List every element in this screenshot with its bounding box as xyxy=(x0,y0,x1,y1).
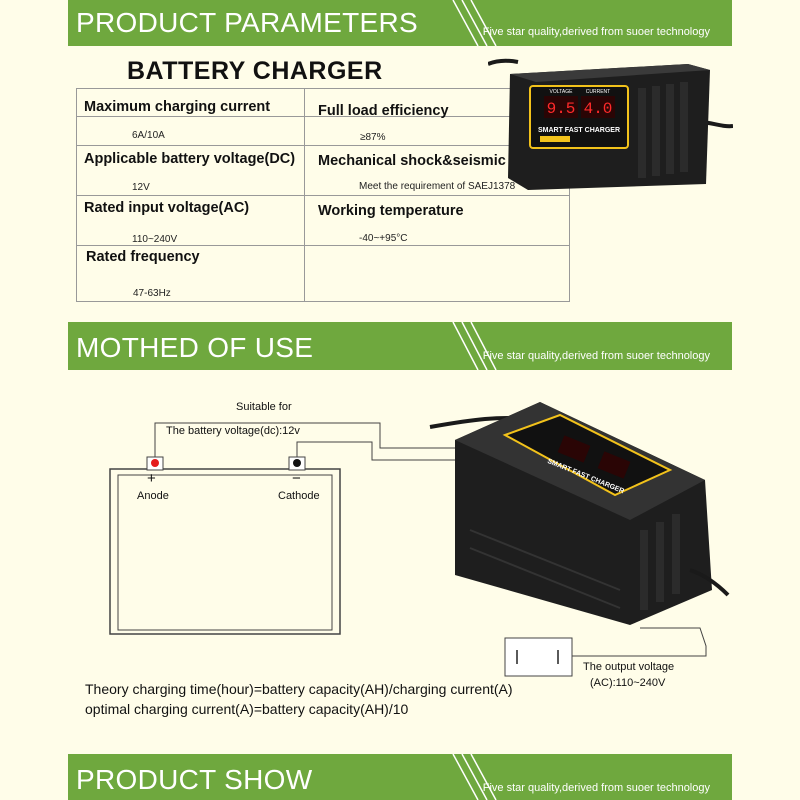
anode-terminal xyxy=(151,459,159,467)
wire-positive xyxy=(154,422,470,457)
section-title-show: PRODUCT SHOW xyxy=(76,764,313,795)
charger-image: 9.5 4.0 VOLTAGE CURRENT SMART FAST CHARG… xyxy=(488,58,733,190)
section-subtitle-method: Five star quality,derived from suoer tec… xyxy=(482,350,710,362)
battery-outline xyxy=(109,468,341,635)
section-banner-show: PRODUCT SHOW Five star quality,derived f… xyxy=(68,754,732,800)
param-value: 12V xyxy=(132,182,150,193)
wire-negative xyxy=(296,441,470,461)
param-value: ≥87% xyxy=(360,132,386,143)
table-divider-vertical xyxy=(304,89,305,301)
charging-current-formula: optimal charging current(A)=battery capa… xyxy=(85,701,409,717)
voltage-display: 9.5 xyxy=(547,100,576,118)
charging-time-formula: Theory charging time(hour)=battery capac… xyxy=(85,681,513,697)
battery-inner xyxy=(117,474,333,631)
param-value: Meet the requirement of SAEJ1378 xyxy=(359,181,516,192)
param-label: Rated input voltage(AC) xyxy=(84,200,250,216)
voltage-label: VOLTAGE xyxy=(550,89,574,95)
wiring-diagram: SMART FAST CHARGER xyxy=(109,402,730,677)
stripe-decoration xyxy=(452,322,497,370)
param-value: -40~+95°C xyxy=(359,233,408,244)
param-label: Mechanical shock&seismic levels xyxy=(318,153,551,169)
section-subtitle-show: Five star quality,derived from suoer tec… xyxy=(482,782,710,794)
table-divider xyxy=(77,145,569,146)
brand-text: SMART FAST CHARGER xyxy=(538,127,620,134)
product-title: BATTERY CHARGER xyxy=(127,57,383,85)
cathode-label: Cathode xyxy=(278,490,320,502)
battery-voltage-label: The battery voltage(dc):12v xyxy=(166,425,300,437)
param-value: 110~240V xyxy=(132,234,178,245)
section-title-parameters: PRODUCT PARAMETERS xyxy=(76,7,418,38)
stripe-decoration xyxy=(452,0,497,46)
parameters-table: Maximum charging current 6A/10A Full loa… xyxy=(76,88,570,302)
section-banner-parameters: PRODUCT PARAMETERS Five star quality,der… xyxy=(68,0,732,46)
param-label: Working temperature xyxy=(318,203,464,219)
param-label: Rated frequency xyxy=(86,249,200,265)
current-label: CURRENT xyxy=(586,89,610,95)
section-title-method: MOTHED OF USE xyxy=(76,332,314,363)
param-label: Maximum charging current xyxy=(84,99,271,115)
stripe-decoration xyxy=(452,754,497,800)
section-subtitle-parameters: Five star quality,derived from suoer tec… xyxy=(482,26,710,38)
suitable-for-label: Suitable for xyxy=(236,401,292,413)
wire-output xyxy=(572,627,707,657)
param-label: Full load efficiency xyxy=(318,103,449,119)
anode-label: Anode xyxy=(137,490,169,502)
output-voltage-label-2: (AC):110~240V xyxy=(590,677,666,689)
power-socket xyxy=(504,637,573,677)
output-voltage-label-1: The output voltage xyxy=(583,661,675,673)
table-divider xyxy=(77,245,569,246)
cathode-terminal xyxy=(293,459,301,467)
table-divider xyxy=(77,116,569,117)
section-banner-method: MOTHED OF USE Five star quality,derived … xyxy=(68,322,732,370)
param-value: 47-63Hz xyxy=(133,288,171,299)
table-divider xyxy=(77,195,569,196)
param-label: Applicable battery voltage(DC) xyxy=(84,151,296,167)
minus-sign: − xyxy=(292,470,301,487)
current-display: 4.0 xyxy=(584,100,613,118)
plus-sign: + xyxy=(147,470,156,487)
param-value: 6A/10A xyxy=(132,130,165,141)
